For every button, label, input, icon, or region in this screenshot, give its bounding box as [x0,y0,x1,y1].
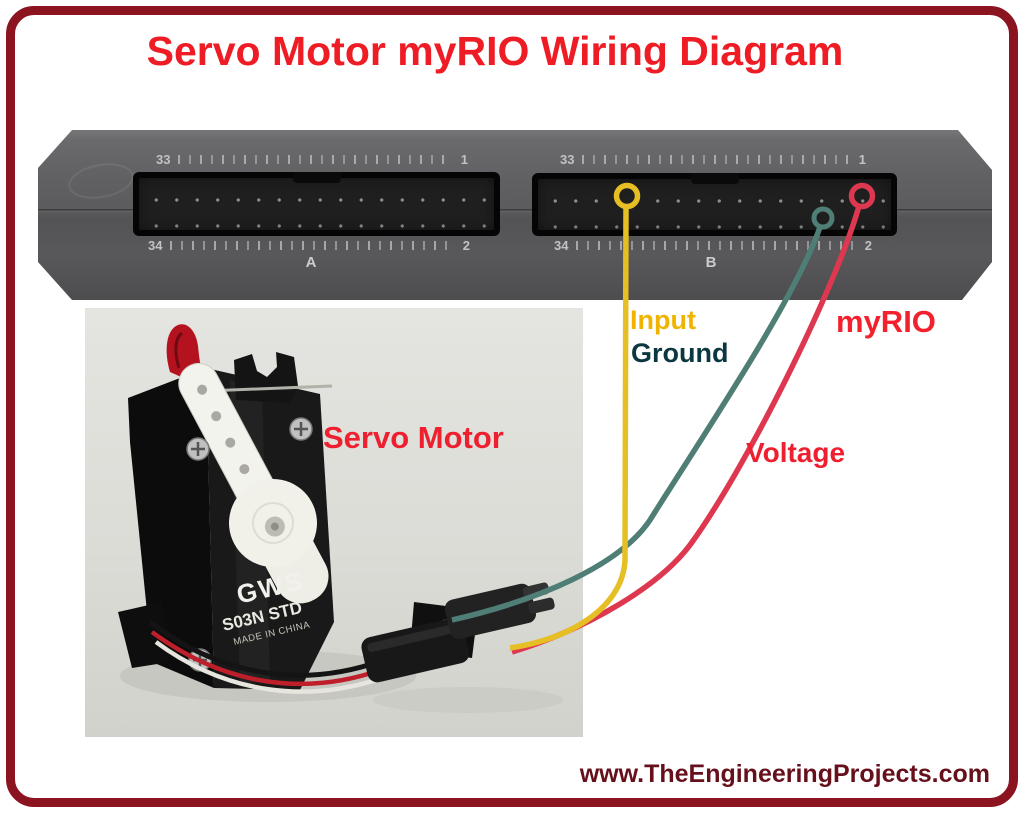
ground-label: Ground [631,338,729,368]
portA-connector [133,172,500,236]
portB-pin1-label: 1 [858,151,866,167]
diagram-title: Servo Motor myRIO Wiring Diagram [146,28,844,74]
pin-ticks [582,154,851,164]
portA-pin2-label: 2 [462,237,470,253]
website-url: www.TheEngineeringProjects.com [579,760,990,788]
portB-connector [532,173,897,236]
portA-letter: A [305,254,317,271]
portA-pin33-label: 33 [156,151,171,167]
servo-photo [85,308,583,737]
portA-bottom-pin-labels: 34 2 [148,237,470,253]
portA-pin34-label: 34 [148,237,163,253]
pin-ticks [178,154,453,164]
portB-pin2-label: 2 [864,237,872,253]
portB-top-pin-labels: 33 1 [560,151,866,167]
pin-ticks [170,240,455,250]
portA-top-pin-labels: 33 1 [156,151,468,167]
servo-motor-label: Servo Motor [323,420,504,455]
portB-bottom-pin-labels: 34 2 [554,237,872,253]
pin-ticks [576,240,857,250]
portB-letter: B [705,254,717,271]
input-label: Input [630,305,696,335]
voltage-label: Voltage [746,437,846,468]
portB-pin34-label: 34 [554,237,569,253]
device-logo-emboss [65,158,137,204]
portB-pin33-label: 33 [560,151,575,167]
myrio-device: 33 1 34 2 A 33 1 34 2 B [38,130,992,300]
myrio-label: myRIO [836,304,936,339]
portA-pin1-label: 1 [460,151,468,167]
